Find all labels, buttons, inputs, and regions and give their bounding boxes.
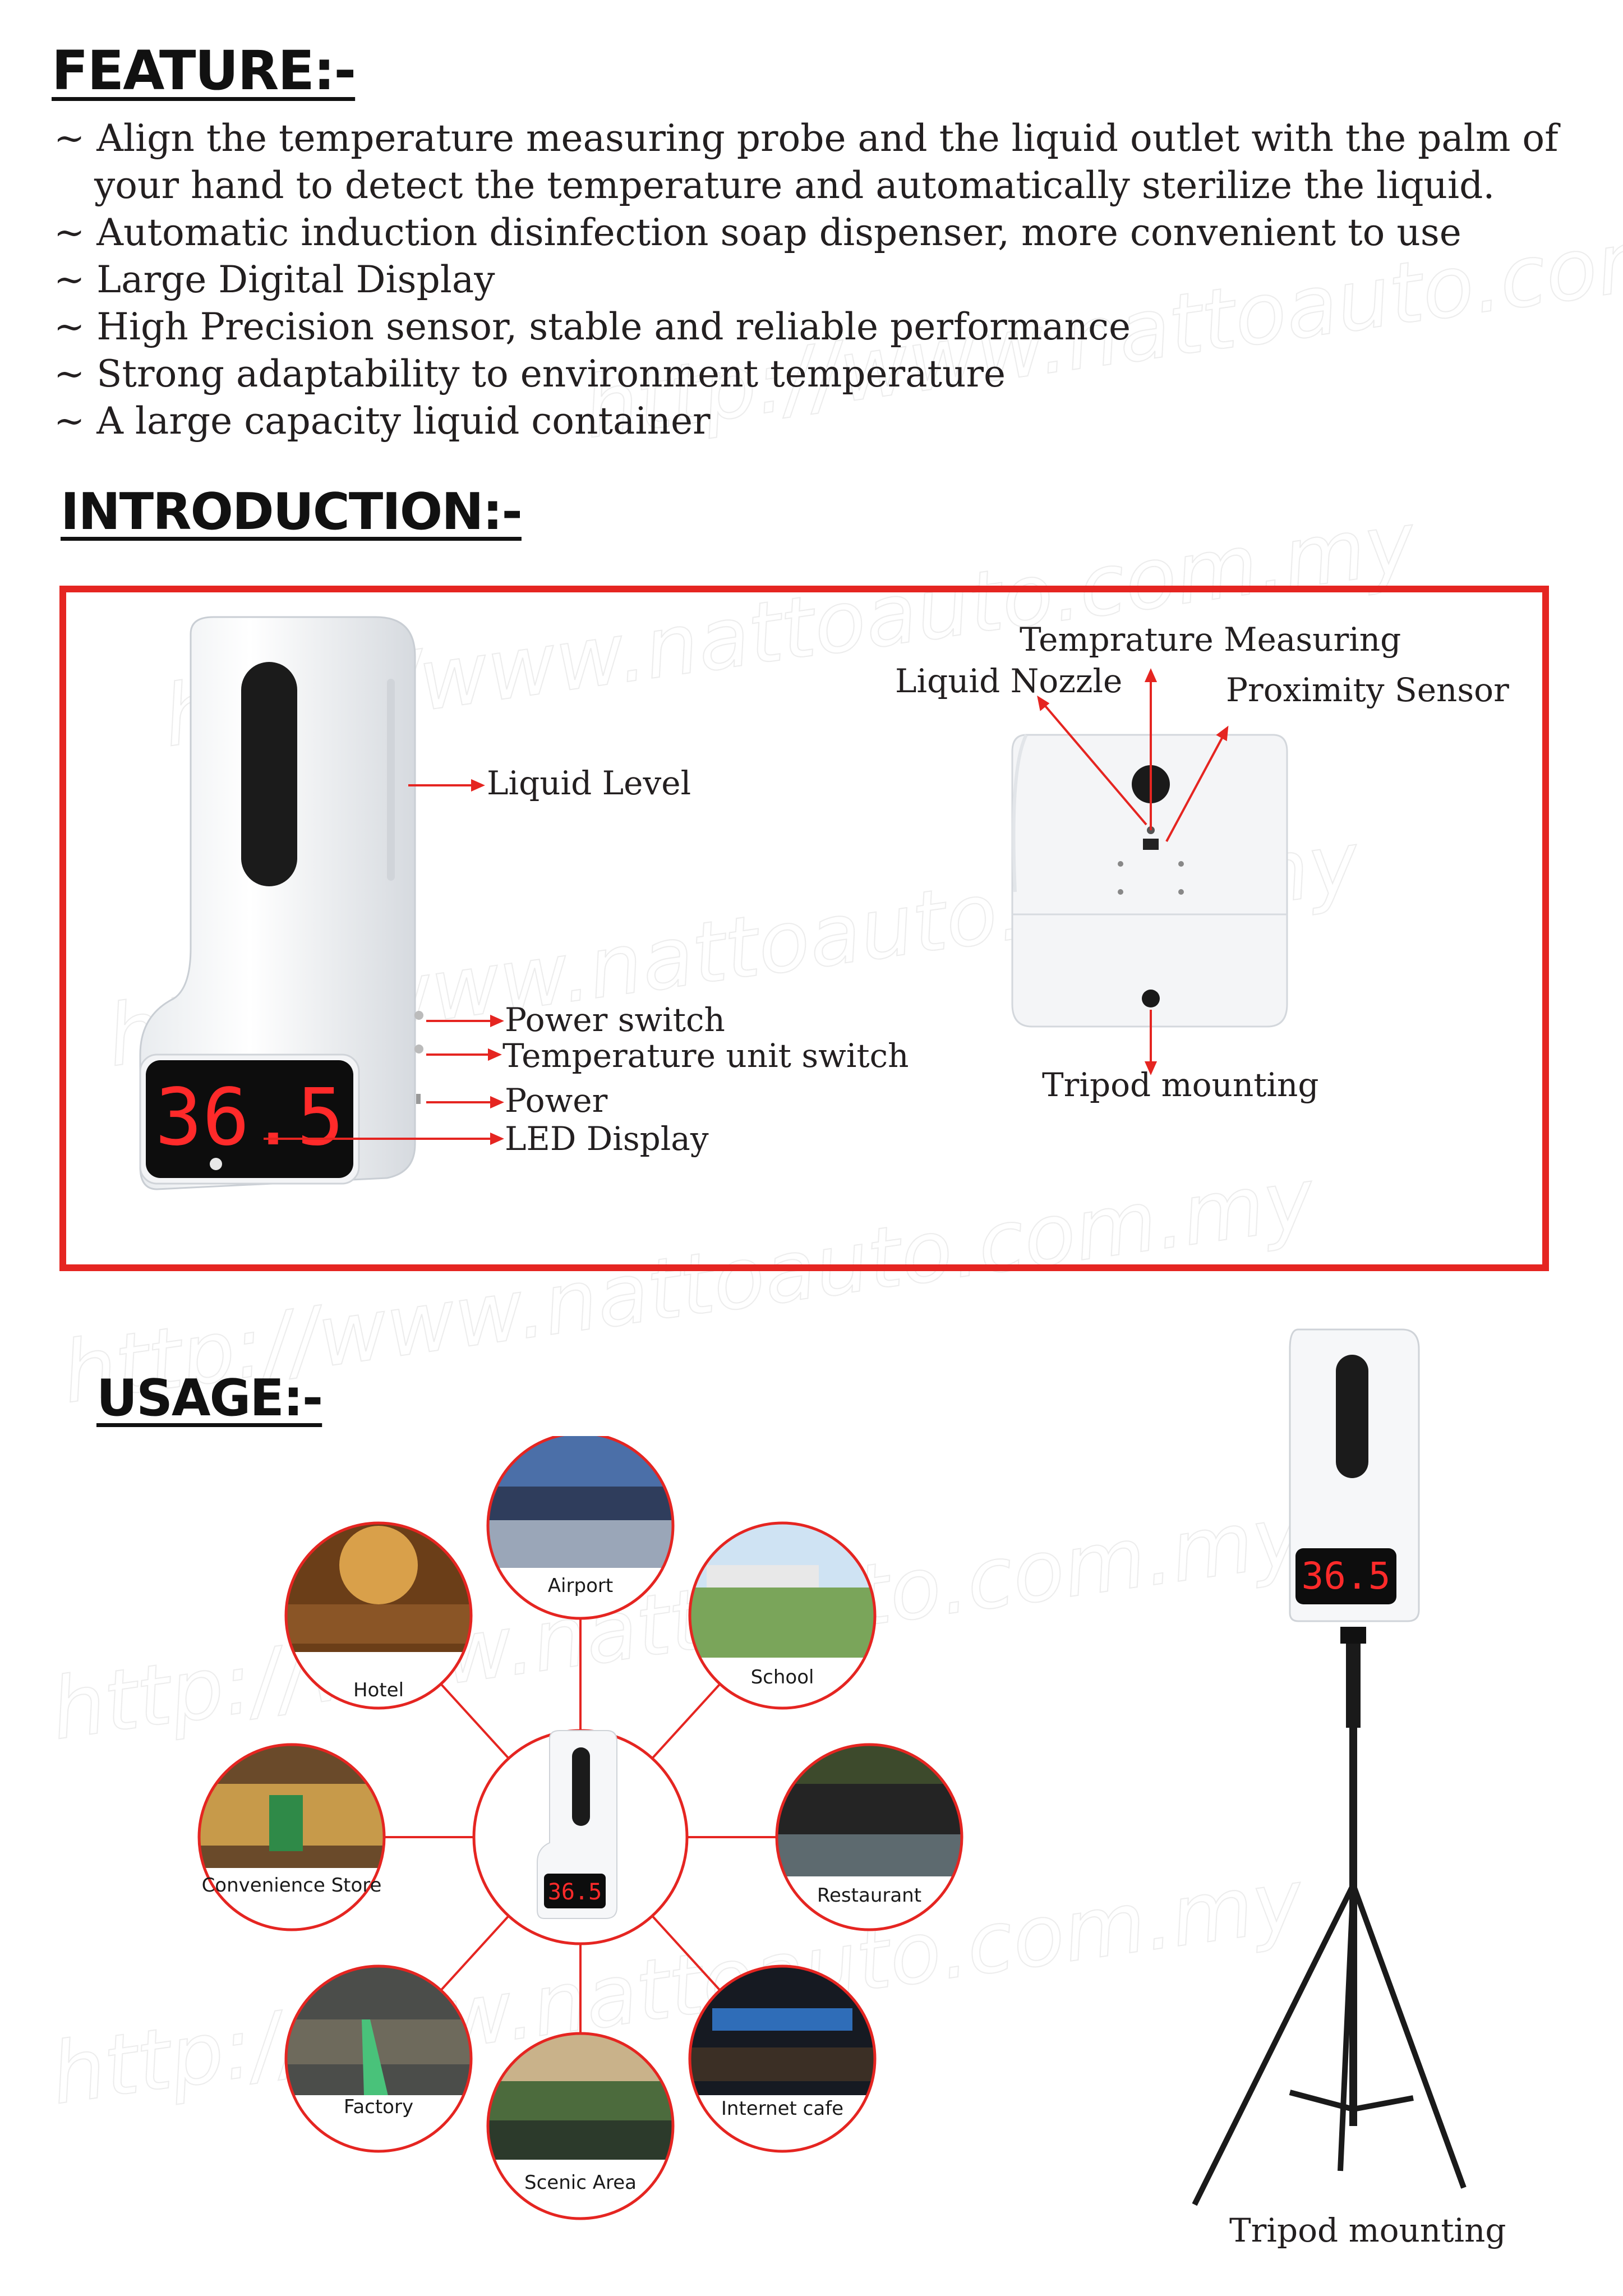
feature-heading: FEATURE:- [52, 39, 356, 102]
feature-item: ~ Align the temperature measuring probe … [54, 117, 1559, 207]
usage-scenic-area: Scenic Area [486, 2032, 675, 2220]
dispenser-front-image: 36.5 [139, 616, 423, 1190]
usage-diagram: 36.5 Airport School Restauran [197, 1436, 963, 2220]
feature-item: ~ Large Digital Display [54, 258, 495, 301]
temperature-measuring-label: Temprature Measuring [1020, 620, 1401, 659]
temperature-unit-switch-label: Temperature unit switch [502, 1037, 909, 1075]
feature-list: ~ Align the temperature measuring probe … [54, 115, 1568, 445]
usage-school: School [688, 1521, 877, 1710]
tripod-image: 36.5 [1192, 1328, 1467, 2206]
led-display-label: LED Display [505, 1120, 709, 1158]
center-dispenser: 36.5 [537, 1730, 617, 1919]
feature-item: ~ A large capacity liquid container [54, 399, 711, 443]
usage-convenience-store: Convenience Store [197, 1743, 386, 1931]
liquid-level-label: Liquid Level [487, 764, 691, 802]
feature-item: ~ High Precision sensor, stable and reli… [54, 305, 1131, 348]
usage-restaurant: Restaurant [775, 1743, 963, 1931]
introduction-heading: INTRODUCTION:- [61, 482, 523, 541]
usage-label-school: School [751, 1666, 814, 1688]
usage-factory: Factory [284, 1964, 473, 2153]
usage-heading: USAGE:- [96, 1369, 323, 1428]
front-callout-arrows [264, 779, 504, 1145]
power-switch-label: Power switch [505, 1001, 725, 1039]
usage-label-factory: Factory [344, 2096, 413, 2118]
usage-internet-cafe: Internet cafe [688, 1964, 877, 2153]
introduction-panel [59, 586, 1549, 1271]
usage-label-airport: Airport [548, 1575, 613, 1597]
center-led-reading: 36.5 [548, 1879, 602, 1905]
usage-airport: Airport [486, 1436, 675, 1620]
proximity-sensor-label: Proximity Sensor [1226, 671, 1509, 709]
led-reading: 36.5 [155, 1072, 344, 1163]
feature-item: ~ Automatic induction disinfection soap … [54, 211, 1461, 254]
usage-label-scenic-area: Scenic Area [524, 2171, 637, 2194]
usage-label-internet-cafe: Internet cafe [721, 2097, 843, 2120]
power-label: Power [505, 1082, 608, 1120]
tripod-mounting-caption: Tripod mounting [1229, 2211, 1506, 2249]
usage-label-convenience-store: Convenience Store [202, 1874, 382, 1897]
tripod-led-reading: 36.5 [1302, 1554, 1391, 1598]
usage-label-hotel: Hotel [353, 1679, 404, 1701]
liquid-nozzle-label: Liquid Nozzle [895, 662, 1123, 700]
usage-hotel: Hotel [284, 1521, 473, 1710]
usage-label-restaurant: Restaurant [817, 1884, 921, 1907]
back-callout-arrows [1037, 668, 1229, 1075]
tripod-mounting-intro-label: Tripod mounting [1042, 1066, 1319, 1104]
feature-item: ~ Strong adaptability to environment tem… [54, 352, 1006, 395]
